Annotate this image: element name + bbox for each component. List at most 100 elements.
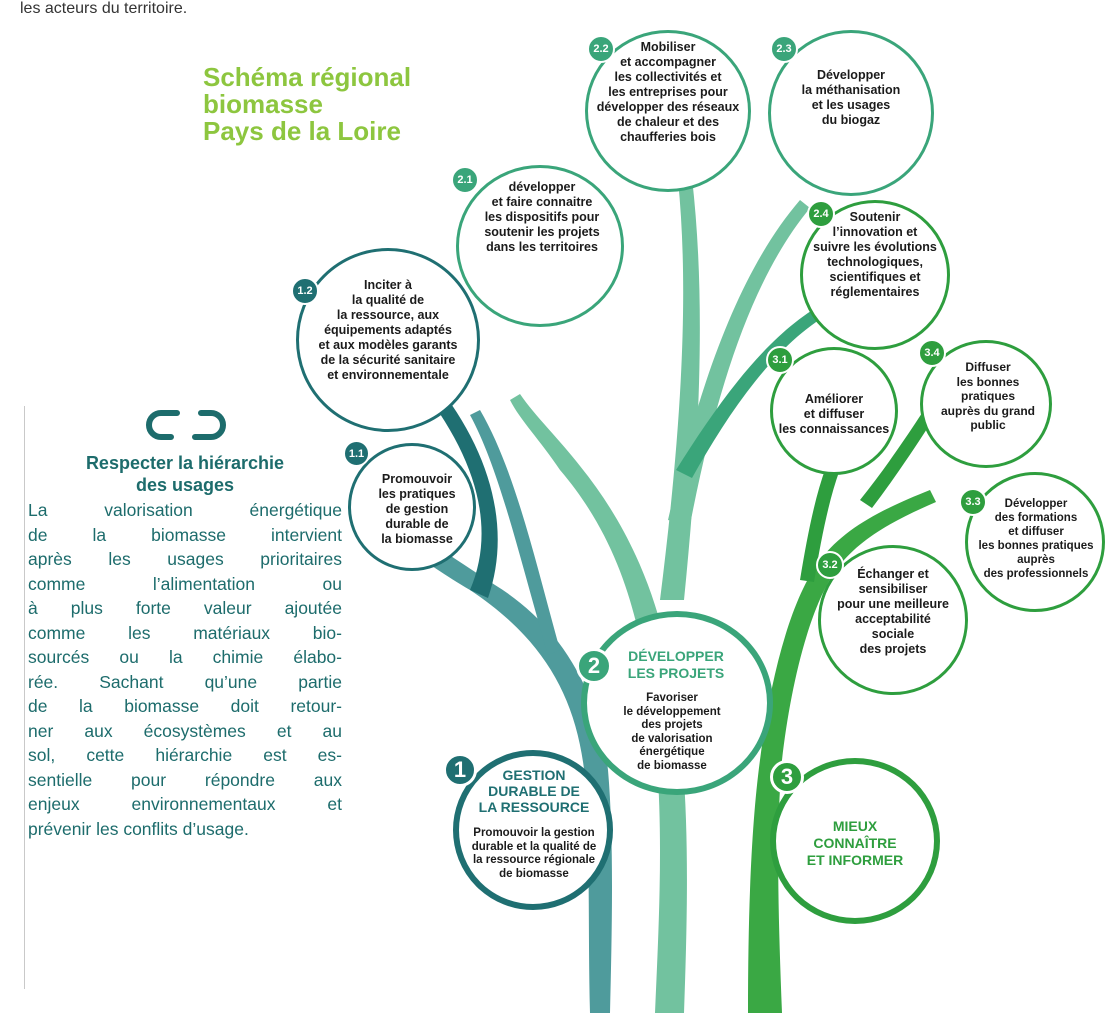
title-line: Pays de la Loire xyxy=(203,116,401,146)
action-2-4-badge: 2.4 xyxy=(807,200,835,228)
action-text-line: les bonnes xyxy=(956,374,1020,389)
action-text-line: auprès du grand xyxy=(940,403,1035,418)
title-line: biomasse xyxy=(203,89,323,119)
action-3-2-badge: 3.2 xyxy=(816,551,844,579)
axis-title-line: MIEUX xyxy=(832,818,878,834)
action-text-line: de la sécurité sanitaire xyxy=(320,353,456,367)
title-line: Schéma régional xyxy=(203,62,412,92)
sidebar-text-line: comme l’alimentation ou xyxy=(28,573,342,594)
sidebar-heading: Respecter la hiérarchie des usages xyxy=(28,452,342,496)
action-text-line: Diffuser xyxy=(965,360,1011,374)
action-2-1-circle xyxy=(456,165,624,327)
sidebar-divider xyxy=(24,406,25,989)
action-text-line: soutenir les projets xyxy=(484,225,600,239)
action-2-3-badge: 2.3 xyxy=(770,35,798,63)
axis-1-title: GESTION DURABLE DE LA RESSOURCE xyxy=(463,767,605,815)
sidebar-text-line: comme les matériaux bio- xyxy=(28,622,342,643)
chain-link-icon xyxy=(146,410,226,440)
axis-title-line: LES PROJETS xyxy=(627,665,725,681)
action-3-3-text: Développer des formations et diffuser le… xyxy=(966,497,1106,581)
action-text-line: et les usages xyxy=(811,98,891,112)
action-text-line: la biomasse xyxy=(381,532,453,546)
action-text-line: des professionnels xyxy=(983,568,1089,580)
axis-title-line: LA RESSOURCE xyxy=(478,799,590,815)
action-text-line: et faire connaitre xyxy=(491,195,593,209)
action-2-2-circle xyxy=(585,30,751,192)
action-text-line: sensibiliser xyxy=(858,582,928,596)
action-text-line: Promouvoir xyxy=(381,472,453,486)
action-3-1-badge: 3.1 xyxy=(766,346,794,374)
axis-desc-line: de biomasse xyxy=(499,867,569,880)
action-text-line: de chaleur et des xyxy=(616,115,720,129)
axis-desc-line: la ressource régionale xyxy=(472,854,596,866)
action-1-1-circle xyxy=(348,443,476,571)
action-text-line: des formations xyxy=(994,512,1078,524)
axis-desc-line: des projets xyxy=(641,719,703,731)
sidebar-text-line: sentielle pour répondre aux xyxy=(28,769,342,790)
action-text-line: technologiques, xyxy=(827,255,923,269)
action-text-line: la méthanisation xyxy=(801,83,901,97)
action-text-line: des projets xyxy=(859,642,927,656)
axis-3-title: MIEUX CONNAÎTRE ET INFORMER xyxy=(790,818,920,869)
action-text-line: durable de xyxy=(385,517,449,531)
axis-desc-line: Promouvoir la gestion xyxy=(473,827,595,839)
action-text-line: les dispositifs pour xyxy=(484,210,600,224)
action-1-2-circle xyxy=(296,248,480,432)
action-text-line: suivre les évolutions xyxy=(813,240,937,254)
sidebar-heading-line: des usages xyxy=(135,475,235,495)
action-text-line: auprès xyxy=(1017,554,1055,566)
action-text-line: et diffuser xyxy=(1008,526,1064,538)
sidebar-text-line: après les usages prioritaires xyxy=(28,549,342,569)
sidebar-text-line: sourcés ou la chimie élabo- xyxy=(28,647,342,667)
axis-title-line: DÉVELOPPER xyxy=(628,648,724,664)
axis-2-number-badge: 2 xyxy=(576,648,612,684)
action-3-2-text: Échanger et sensibiliser pour une meille… xyxy=(820,567,966,657)
axis-desc-line: énergétique xyxy=(639,746,705,758)
sidebar-text-line: rée. Sachant qu’une partie xyxy=(28,671,342,692)
action-text-line: acceptabilité xyxy=(855,612,931,626)
action-text-line: scientifiques et xyxy=(829,270,921,284)
action-text-line: les collectivités et xyxy=(614,70,722,84)
axis-desc-line: le développement xyxy=(623,705,721,718)
action-text-line: les bonnes pratiques xyxy=(978,540,1094,552)
sidebar-text-line: prévenir les conflits d’usage. xyxy=(28,818,249,839)
action-1-2-badge: 1.2 xyxy=(291,277,319,305)
axis-title-line: DURABLE DE xyxy=(488,783,580,799)
action-3-4-badge: 3.4 xyxy=(918,339,946,367)
sidebar-text-line: de la biomasse intervient xyxy=(28,524,342,545)
action-text-line: et accompagner xyxy=(620,55,716,69)
action-text-line: public xyxy=(970,418,1006,432)
axis-title-line: CONNAÎTRE xyxy=(813,835,897,851)
action-3-4-text: Diffuser les bonnes pratiques auprès du … xyxy=(932,360,1044,433)
action-text-line: développer des réseaux xyxy=(596,100,740,114)
action-text-line: la ressource, aux xyxy=(336,308,440,322)
axis-2-circle xyxy=(581,611,773,795)
action-text-line: équipements adaptés xyxy=(324,323,452,337)
action-text-line: du biogaz xyxy=(821,113,881,127)
sidebar-text-line: La valorisation énergétique xyxy=(28,500,342,520)
action-text-line: et aux modèles garants xyxy=(318,338,458,352)
sidebar-text-line: de la biomasse doit retour- xyxy=(28,696,342,716)
axis-1-circle xyxy=(453,750,613,910)
action-text-line: dans les territoires xyxy=(486,240,598,254)
axis-1-number-badge: 1 xyxy=(443,753,477,787)
sidebar-text-line: ner aux écosystèmes et au xyxy=(28,720,342,741)
axis-desc-line: de valorisation xyxy=(631,732,713,745)
action-text-line: de gestion xyxy=(385,502,449,516)
action-text-line: les entreprises pour xyxy=(608,85,728,99)
action-text-line: la qualité de xyxy=(351,293,425,307)
sidebar-text-line: sol, cette hiérarchie est es- xyxy=(28,745,342,765)
action-text-line: Soutenir xyxy=(849,210,901,224)
action-text-line: Développer xyxy=(816,68,886,82)
action-1-1-text: Promouvoir les pratiques de gestion dura… xyxy=(360,472,474,547)
action-text-line: les connaissances xyxy=(778,422,890,436)
action-2-2-badge: 2.2 xyxy=(587,35,615,63)
action-text-line: Mobiliser xyxy=(640,40,696,54)
action-text-line: chaufferies bois xyxy=(620,130,716,144)
action-text-line: Développer xyxy=(1004,498,1068,510)
action-text-line: Améliorer xyxy=(804,392,864,406)
axis-title-line: ET INFORMER xyxy=(806,852,904,868)
axis-2-description: Favoriser le développement des projets d… xyxy=(597,692,747,773)
action-text-line: pratiques xyxy=(960,389,1015,403)
intro-text-tail: les acteurs du territoire. xyxy=(20,0,188,17)
